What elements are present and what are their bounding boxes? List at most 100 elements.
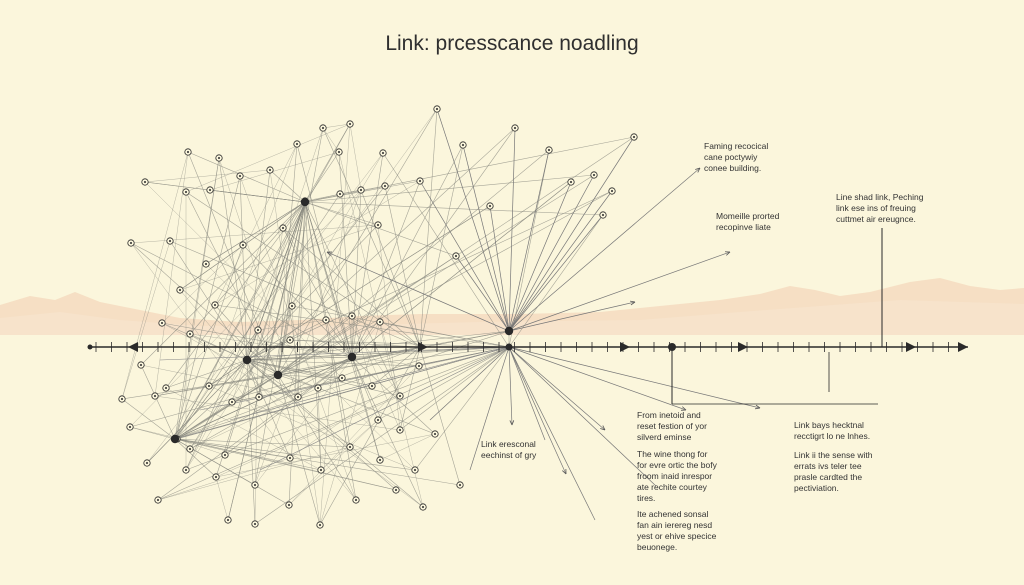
network-edge [304,201,322,471]
network-node-center [339,193,341,195]
network-node-center [209,189,211,191]
network-edge [246,201,306,361]
fan-edge [508,167,701,332]
network-edge [246,185,386,361]
network-edge [254,329,259,525]
fan-edge [259,346,510,471]
network-node-center [377,224,379,226]
network-edge [319,123,351,526]
network-edge [174,438,416,471]
network-edge [129,346,421,428]
network-node-center [257,329,259,331]
network-node-center [189,333,191,335]
network-edge [288,419,379,506]
network-edge [351,356,424,508]
network-node-center [254,484,256,486]
network-edge [157,356,353,501]
network-edge [161,244,244,324]
network-edge [165,387,322,471]
network-edge [246,359,256,525]
network-edge [349,123,362,191]
network-edge [179,289,357,501]
network-node-center [414,469,416,471]
network-node-center [459,484,461,486]
network-edge [146,359,248,464]
network-node-center [289,457,291,459]
network-node-center [338,151,340,153]
network-edge [254,189,362,486]
fan-edge [508,190,613,332]
network-edge [174,200,306,440]
network-edge [379,321,510,348]
network-edge [304,201,351,448]
network-node-center [489,205,491,207]
network-node-center [121,398,123,400]
network-edge [185,201,306,471]
network-edge [258,227,284,398]
network-node-center [319,524,321,526]
network-edge [205,201,306,265]
network-edge [282,227,353,358]
network-node-center [157,499,159,501]
network-node-center [379,459,381,461]
hub-node [348,353,356,361]
network-node-center [399,429,401,431]
network-edge [246,205,491,361]
network-edge [174,193,341,440]
network-edge [224,356,353,456]
annotation-lower-right-1: Link bays hecktnal recctigrt lo ne lnhes… [794,420,871,441]
network-edge [140,364,299,398]
network-edge [322,127,421,348]
network-edge [208,359,248,387]
network-edge [351,144,464,358]
axis-arrow [128,342,138,352]
network-node-center [349,123,351,125]
network-node-center [258,396,260,398]
hub-node [170,434,180,444]
network-edge [187,151,279,376]
network-edge [360,189,421,348]
fan-edge [508,149,550,332]
network-node-center [355,499,357,501]
network-node-center [548,149,550,151]
network-edge [277,374,321,526]
network-node-center [611,190,613,192]
network-edge [277,346,510,376]
arrowhead [600,425,606,431]
network-node-center [382,152,384,154]
network-node-center [436,108,438,110]
network-edge [185,346,510,471]
network-node-center [514,127,516,129]
network-edge [246,224,379,361]
fan-edge [455,255,510,332]
annotation-lower-1: From inetoid and reset festion of yor si… [637,410,707,442]
network-edge [189,108,438,450]
network-node-center [288,504,290,506]
network-edge [351,152,384,358]
network-node-center [161,322,163,324]
network-edge [246,359,424,508]
network-edge [304,201,379,226]
network-node-center [218,157,220,159]
network-node-center [282,227,284,229]
network-edge [277,190,613,376]
network-edge [174,438,322,471]
network-edge [174,438,351,448]
network-edge [208,143,298,387]
network-edge [351,180,421,358]
network-edge [215,201,306,478]
network-node-center [395,489,397,491]
network-node-center [140,364,142,366]
network-edge [351,356,436,435]
network-node-center [227,519,229,521]
network-edge [174,356,353,440]
network-node-center [185,469,187,471]
fan-edge [429,346,510,421]
network-edge [338,151,353,358]
network-edge [189,359,248,450]
network-edge [129,426,397,491]
network-edge [419,108,438,348]
arrowhead [509,420,515,426]
fan-edge [508,346,596,521]
network-node-center [154,395,156,397]
